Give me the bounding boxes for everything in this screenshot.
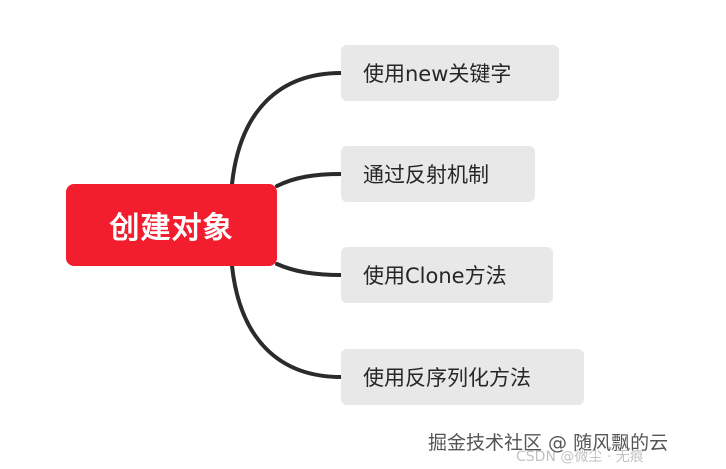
root-label: 创建对象 xyxy=(109,211,234,246)
branch-node-new-keyword[interactable]: 使用new关键字 xyxy=(341,45,559,101)
branch-node-deserialization[interactable]: 使用反序列化方法 xyxy=(341,349,584,405)
root-node[interactable]: 创建对象 xyxy=(66,184,277,266)
watermark: 掘金技术社区 @ 随风飘的云 xyxy=(428,432,669,454)
branch-node-clone[interactable]: 使用Clone方法 xyxy=(341,247,553,303)
branch-label: 通过反射机制 xyxy=(363,163,489,187)
branch-label: 使用Clone方法 xyxy=(363,264,507,288)
connector-to-branch-1 xyxy=(275,172,343,188)
branch-node-reflection[interactable]: 通过反射机制 xyxy=(341,146,535,202)
watermark-faint: CSDN @微尘 · 无痕 xyxy=(516,449,644,465)
branch-label: 使用反序列化方法 xyxy=(363,366,531,390)
connector-to-branch-3 xyxy=(230,264,343,379)
connector-to-branch-2 xyxy=(275,262,343,277)
connector-to-branch-0 xyxy=(230,71,343,186)
branch-label: 使用new关键字 xyxy=(363,62,512,86)
